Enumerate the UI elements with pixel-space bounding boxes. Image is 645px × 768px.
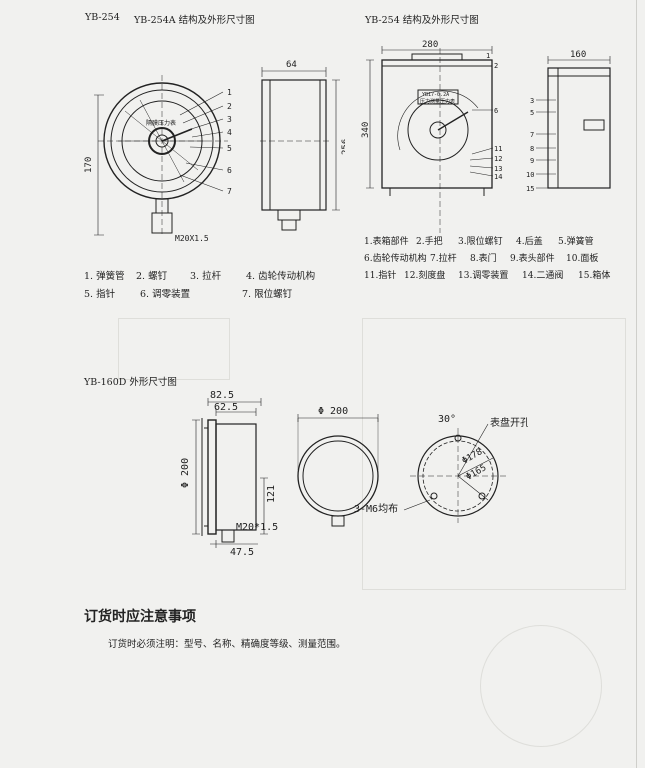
callout-14: 14 bbox=[494, 173, 502, 181]
callout-3: 3 bbox=[227, 115, 232, 124]
caption-yb160d: YB-160D 外形尺寸图 bbox=[84, 377, 177, 388]
side-callout-3: 3 bbox=[530, 97, 534, 105]
callout-5: 5 bbox=[227, 144, 232, 153]
panel-model: YB17-0.2A bbox=[422, 92, 449, 98]
dim-phi200-side: Φ 200 bbox=[180, 458, 191, 488]
thread-label: M20X1.5 bbox=[175, 234, 209, 243]
dim-160: 160 bbox=[570, 50, 586, 60]
order-text: 订货时必须注明：型号、名称、精确度等级、测量范围。 bbox=[108, 639, 346, 650]
dim-64: 64 bbox=[286, 60, 297, 70]
dim-121: 121 bbox=[266, 485, 277, 503]
panel-name: 压力测量压力表 bbox=[420, 98, 455, 105]
callout-6: 6 bbox=[227, 166, 232, 175]
yb254-drawing: 280 340 160 YB17-0.2A 压力测量压力表 1 2 6 11 1… bbox=[361, 40, 611, 233]
legend-item: 13.调零装置 bbox=[458, 271, 509, 281]
legend-item: 3. 拉杆 bbox=[190, 271, 222, 282]
dim-280: 280 bbox=[422, 40, 438, 50]
dim-340: 340 bbox=[361, 122, 371, 138]
callout-7: 7 bbox=[227, 187, 232, 196]
callout-6: 6 bbox=[494, 107, 498, 115]
yb254a-drawing: 1 2 3 4 5 6 7 隔膜压力表 64 256 170 M20X1.5 bbox=[84, 60, 345, 243]
dim-47-5: 47.5 bbox=[230, 547, 254, 558]
legend-item: 10.面板 bbox=[566, 254, 599, 264]
callout-1: 1 bbox=[227, 88, 232, 97]
legend-item: 5.弹簧管 bbox=[558, 237, 594, 247]
dim-62-5: 62.5 bbox=[214, 402, 238, 413]
legend-row: 11.指针 12.刻度盘 13.调零装置 14.二通阀 15.箱体 bbox=[364, 268, 610, 285]
thread-label: M20*1.5 bbox=[236, 522, 278, 533]
bleed-through-box bbox=[118, 318, 230, 380]
legend-row: 5. 指针 6. 调零装置 7. 限位螺钉 bbox=[84, 286, 315, 304]
cutout-label: 表盘开孔 bbox=[490, 416, 528, 429]
legend-item: 7.拉杆 bbox=[430, 254, 457, 264]
callout-13: 13 bbox=[494, 165, 502, 173]
legend-row: 1. 弹簧管 2. 螺钉 3. 拉杆 4. 齿轮传动机构 bbox=[84, 268, 315, 286]
legend-item: 4.后盖 bbox=[516, 237, 543, 247]
legend-row: 1.表箱部件 2.手把 3.限位螺钉 4.后盖 5.弹簧管 bbox=[364, 234, 610, 251]
callout-2: 2 bbox=[227, 102, 232, 111]
callout-2: 2 bbox=[494, 62, 498, 70]
legend-item: 4. 齿轮传动机构 bbox=[246, 271, 316, 282]
side-callout-5: 5 bbox=[530, 109, 534, 117]
side-callout-15: 15 bbox=[526, 185, 534, 193]
legend-item: 12.刻度盘 bbox=[404, 271, 446, 281]
legend-item: 3.限位螺钉 bbox=[458, 237, 503, 247]
callout-12: 12 bbox=[494, 155, 502, 163]
legend-item: 14.二通阀 bbox=[522, 271, 564, 281]
dim-256: 256 bbox=[341, 139, 345, 155]
order-title: 订货时应注意事项 bbox=[84, 609, 196, 625]
legend-item: 1. 弹簧管 bbox=[84, 271, 125, 282]
legend-item: 8.表门 bbox=[470, 254, 497, 264]
callout-11: 11 bbox=[494, 145, 502, 153]
dim-phi200-front: Φ 200 bbox=[318, 406, 348, 417]
bolt-label: 3-M6均布 bbox=[354, 503, 398, 515]
legend-item: 6. 调零装置 bbox=[140, 289, 191, 300]
dial-label: 隔膜压力表 bbox=[146, 119, 176, 127]
side-callout-10: 10 bbox=[526, 171, 534, 179]
legend-item: 2. 螺钉 bbox=[136, 271, 168, 282]
dim-170: 170 bbox=[84, 157, 94, 173]
legend-item: 5. 指针 bbox=[84, 289, 116, 300]
angle-label: 30° bbox=[438, 414, 456, 425]
legend-item: 2.手把 bbox=[416, 237, 443, 247]
bleed-through-circle bbox=[480, 625, 602, 747]
legend-item: 1.表箱部件 bbox=[364, 237, 409, 247]
caption-yb254: YB-254 结构及外形尺寸图 bbox=[365, 15, 479, 26]
side-callout-8: 8 bbox=[530, 145, 534, 153]
bleed-through-table bbox=[362, 318, 626, 590]
model-label-yb254: YB-254 bbox=[85, 12, 120, 23]
side-callout-7: 7 bbox=[530, 131, 534, 139]
callout-1: 1 bbox=[486, 52, 490, 60]
dim-phi165: Φ165 bbox=[465, 463, 489, 483]
legend-item: 7. 限位螺钉 bbox=[242, 289, 293, 300]
legend-item: 9.表头部件 bbox=[510, 254, 555, 264]
yb254a-legend: 1. 弹簧管 2. 螺钉 3. 拉杆 4. 齿轮传动机构 5. 指针 6. 调零装置 7.… bbox=[84, 268, 315, 304]
dim-82-5: 82.5 bbox=[210, 390, 234, 401]
yb160d-drawing: 82.5 62.5 Φ 200 121 M20*1.5 47.5 Φ 200 3… bbox=[180, 390, 528, 558]
legend-item: 15.箱体 bbox=[578, 271, 611, 281]
side-callout-9: 9 bbox=[530, 157, 534, 165]
callout-4: 4 bbox=[227, 128, 232, 137]
page-edge bbox=[636, 0, 637, 768]
caption-yb254a: YB-254A 结构及外形尺寸图 bbox=[134, 15, 255, 26]
legend-item: 6.齿轮传动机构 bbox=[364, 254, 427, 264]
legend-item: 11.指针 bbox=[364, 271, 397, 281]
